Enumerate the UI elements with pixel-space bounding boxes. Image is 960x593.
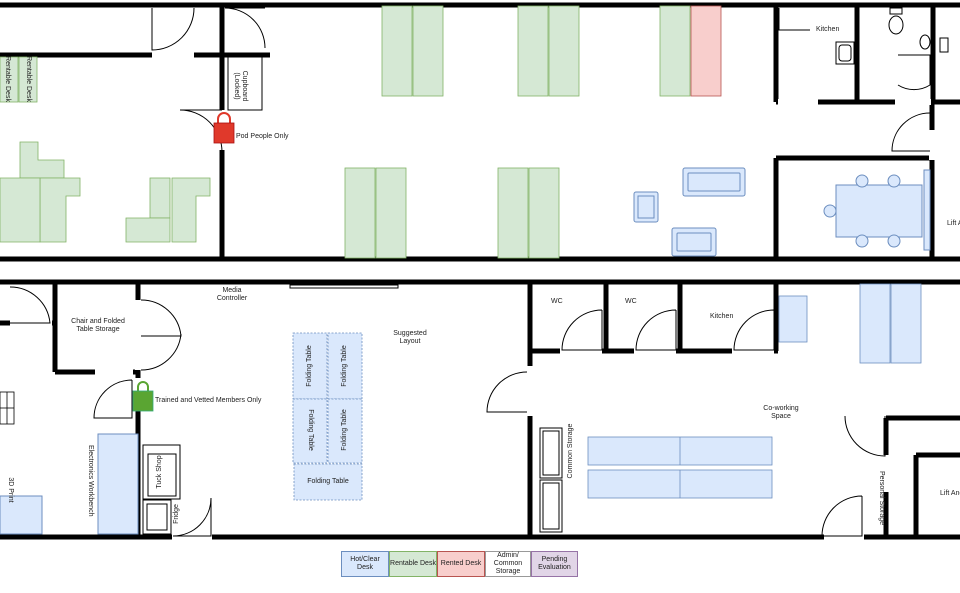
- shelf: [0, 391, 15, 425]
- electronics-workbench-label: Electronics Workbench: [87, 445, 94, 517]
- toilet-icon: [888, 7, 949, 53]
- common-storage: [539, 427, 563, 533]
- folding-table-label: Folding Table: [341, 409, 348, 451]
- wc-label: WC: [625, 298, 637, 305]
- sink-icon: [835, 41, 855, 65]
- rented-desk: [690, 5, 722, 97]
- common-storage-label: Common Storage: [567, 423, 574, 479]
- legend-rented-desk: Rented Desk: [437, 551, 485, 577]
- rentable-desks-top-left: [0, 56, 38, 103]
- folding-table-label: Folding Table: [341, 345, 348, 387]
- folding-table-label: Folding Table: [307, 478, 349, 485]
- door-icon: [151, 7, 931, 153]
- legend-label: Rented Desk: [440, 560, 482, 567]
- media-controller-label: Media Controller: [216, 287, 248, 302]
- legend-label: Rentable Desk: [390, 560, 436, 567]
- kitchen-bottom-label: Kitchen: [710, 313, 734, 320]
- trained-members-label: Trained and Vetted Members Only: [155, 397, 262, 404]
- rentable-desks-top: [344, 5, 691, 259]
- cupboard: [227, 56, 263, 111]
- lock-icon: [213, 112, 235, 144]
- legend-label: Admin/ Common Storage: [493, 552, 523, 575]
- top-floor-walls: [0, 2, 960, 262]
- legend-pending: Pending Evaluation: [531, 551, 578, 577]
- l-desk-cluster-1: [0, 141, 211, 243]
- door-icon: [9, 286, 886, 537]
- hot-desks-bottom: [587, 283, 922, 499]
- lift-bottom-label: Lift And: [940, 490, 960, 497]
- coworking-label: Co-working Space: [763, 405, 799, 420]
- legend-label: Pending Evaluation: [538, 556, 571, 571]
- chair-storage-label: Chair and Folded Table Storage: [71, 318, 125, 333]
- lock-icon: [132, 381, 154, 412]
- folding-tables: [292, 332, 363, 501]
- folding-table-label: Folding Table: [307, 409, 314, 451]
- meeting-table: [823, 169, 931, 251]
- kitchen-top-label: Kitchen: [816, 26, 840, 33]
- legend-rentable-desk: Rentable Desk: [389, 551, 437, 577]
- fridge-label: Fridge: [173, 504, 180, 524]
- rentable-desk-label: Rentable Desk: [4, 56, 11, 102]
- personal-storage-label: Personal Storage: [878, 470, 885, 526]
- legend-label: Hot/Clear Desk: [350, 556, 380, 571]
- sofa-icon: [671, 167, 746, 257]
- tuck-shop-label: Tuck Shop: [156, 455, 163, 489]
- folding-table-label: Folding Table: [306, 345, 313, 387]
- legend-admin-storage: Admin/ Common Storage: [485, 551, 531, 577]
- pod-people-label: Pod People Only: [236, 133, 289, 140]
- legend-hot-desk: Hot/Clear Desk: [341, 551, 389, 577]
- workbenches: [0, 433, 139, 535]
- lift-top-label: Lift A: [947, 220, 960, 227]
- rentable-desk-label: Rentable Desk: [25, 56, 32, 102]
- suggested-layout-label: Suggested Layout: [393, 330, 427, 345]
- media-screen: [289, 284, 399, 289]
- chair-icon: [633, 191, 659, 223]
- tuck-shop: [142, 444, 181, 535]
- cupboard-label: Cupboard (Locked): [233, 70, 248, 102]
- wc-label: WC: [551, 298, 563, 305]
- 3d-printer-label: 3D Print: [7, 477, 14, 503]
